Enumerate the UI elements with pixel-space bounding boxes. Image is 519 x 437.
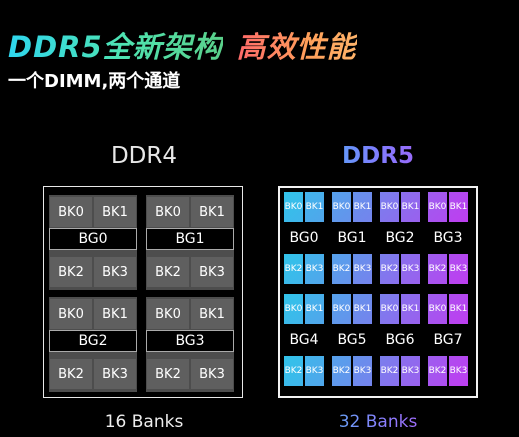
ddr5-bank: BK2 (332, 356, 351, 386)
ddr4-bank-group: BK0 BK1 BG3 BK2 BK3 (146, 297, 234, 392)
ddr5-bank-group-label: BG7 (433, 332, 463, 348)
ddr4-bank: BK1 (94, 197, 136, 227)
ddr4-bank: BK2 (147, 359, 189, 389)
ddr5-bank-group-label: BG0 (289, 230, 319, 246)
ddr4-bank: BK3 (94, 359, 136, 389)
page-subtitle: 一个DIMM,两个通道 (8, 71, 181, 92)
ddr5-heading: DDR5 (278, 143, 478, 169)
ddr4-bank-group: BK0 BK1 BG2 BK2 BK3 (49, 297, 137, 392)
ddr5-bank-group-label: BG2 (385, 230, 415, 246)
ddr5-bank: BK3 (449, 254, 468, 284)
ddr4-bank-group: BK0 BK1 BG0 BK2 BK3 (49, 195, 137, 290)
ddr5-bank: BK1 (449, 192, 468, 222)
ddr5-bank: BK0 (332, 192, 351, 222)
ddr4-bank: BK0 (147, 299, 189, 329)
ddr5-bank: BK0 (284, 294, 303, 324)
ddr4-bank-group: BK0 BK1 BG1 BK2 BK3 (146, 195, 234, 290)
ddr5-bank: BK0 (428, 294, 447, 324)
ddr5-bank-group-label: BG4 (289, 332, 319, 348)
ddr4-bank: BK2 (147, 257, 189, 287)
ddr5-bank: BK1 (449, 294, 468, 324)
ddr5-bank-group-label: BG3 (433, 230, 463, 246)
ddr4-bank: BK0 (50, 299, 92, 329)
ddr5-bank: BK3 (353, 254, 372, 284)
ddr4-bank: BK2 (50, 257, 92, 287)
ddr5-bank: BK1 (353, 192, 372, 222)
title-part-architecture: DDR5全新架构 (8, 30, 223, 64)
ddr5-bank: BK2 (284, 254, 303, 284)
ddr5-bank-group-label: BG1 (337, 230, 367, 246)
ddr4-bank: BK2 (50, 359, 92, 389)
ddr5-bank-group-label: BG6 (385, 332, 415, 348)
ddr5-bank: BK1 (401, 294, 420, 324)
ddr5-bank: BK0 (332, 294, 351, 324)
ddr5-bank: BK0 (284, 192, 303, 222)
ddr5-bank: BK3 (401, 254, 420, 284)
ddr5-bank: BK2 (284, 356, 303, 386)
ddr5-bank: BK1 (401, 192, 420, 222)
ddr5-bank: BK1 (305, 294, 324, 324)
ddr5-bank: BK0 (428, 192, 447, 222)
ddr5-bank: BK0 (380, 192, 399, 222)
title-part-performance: 高效性能 (236, 30, 357, 64)
ddr4-heading: DDR4 (110, 143, 178, 169)
ddr4-bank: BK0 (50, 197, 92, 227)
page-title: DDR5全新架构高效性能 (8, 24, 357, 66)
ddr4-bank: BK0 (147, 197, 189, 227)
ddr4-bank-group-label: BG3 (146, 330, 234, 352)
ddr4-bank: BK3 (191, 359, 233, 389)
ddr4-bank-group-label: BG1 (146, 228, 234, 250)
ddr4-bank: BK1 (94, 299, 136, 329)
ddr5-bank: BK2 (332, 254, 351, 284)
ddr4-bank: BK3 (191, 257, 233, 287)
ddr5-bank: BK3 (449, 356, 468, 386)
ddr5-bank: BK2 (428, 254, 447, 284)
ddr5-bank: BK0 (380, 294, 399, 324)
ddr5-bank: BK2 (428, 356, 447, 386)
ddr4-bank-count: 16 Banks (104, 412, 184, 432)
ddr4-bank-group-label: BG0 (49, 228, 137, 250)
ddr5-bank: BK3 (353, 356, 372, 386)
ddr4-bank: BK3 (94, 257, 136, 287)
ddr5-bank: BK2 (380, 254, 399, 284)
ddr5-bank: BK1 (305, 192, 324, 222)
ddr5-bank: BK2 (380, 356, 399, 386)
ddr5-bank: BK3 (305, 356, 324, 386)
ddr5-bank-count: 32 Banks (278, 412, 478, 432)
ddr5-bank: BK1 (353, 294, 372, 324)
ddr4-bank-panel: BK0 BK1 BG0 BK2 BK3 BK0 BK1 BG1 BK2 BK3 … (43, 186, 243, 398)
ddr5-bank: BK3 (305, 254, 324, 284)
ddr4-bank-group-label: BG2 (49, 330, 137, 352)
ddr5-bank-group-label: BG5 (337, 332, 367, 348)
ddr5-bank: BK3 (401, 356, 420, 386)
ddr4-bank: BK1 (191, 197, 233, 227)
ddr4-bank: BK1 (191, 299, 233, 329)
